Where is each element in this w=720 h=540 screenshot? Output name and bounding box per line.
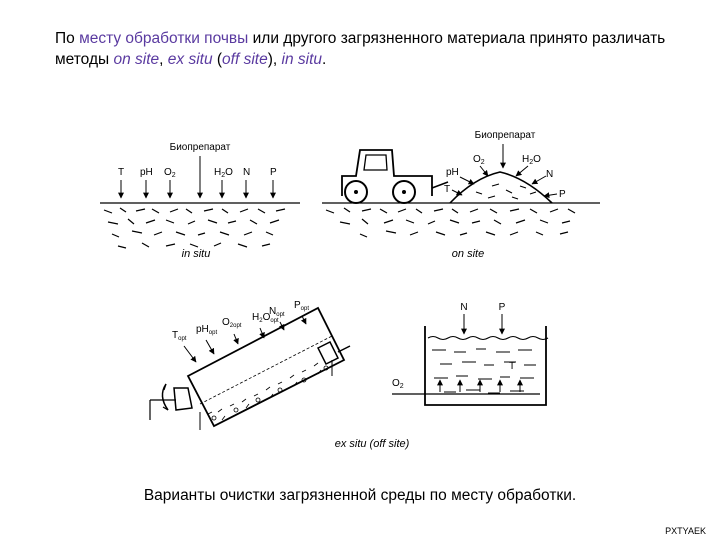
on-site-caption: on site xyxy=(452,248,484,260)
on-site-soil-texture xyxy=(325,207,576,238)
rotating-drum xyxy=(149,306,351,430)
ex-situ-param-p: Popt xyxy=(294,300,309,312)
ex-situ-param-t: Topt xyxy=(172,330,187,342)
in-situ-param-h2o: H2O xyxy=(214,167,233,179)
ex-situ-bath-panel: N P T O2 xyxy=(392,302,549,406)
intro-highlight: месту обработки почвы xyxy=(79,30,249,47)
on-site-biopreparat-label: Биопрепарат xyxy=(475,130,536,141)
in-situ-param-n: N xyxy=(243,167,250,178)
bath-param-t: T xyxy=(509,361,515,372)
intro-text: . xyxy=(322,51,327,68)
figure-caption: Варианты очистки загрязненной среды по м… xyxy=(143,487,577,504)
on-site-param-p: P xyxy=(559,189,566,200)
in-situ-param-t: T xyxy=(118,167,124,178)
bath-param-n: N xyxy=(460,302,467,313)
in-situ-param-ph: pH xyxy=(140,167,153,178)
method-in-situ: in situ xyxy=(281,51,323,68)
bath-vessel xyxy=(424,326,547,406)
tractor xyxy=(341,149,449,204)
on-site-param-n: N xyxy=(546,169,553,180)
intro-text: ), xyxy=(267,51,282,68)
ex-situ-drum-arrows xyxy=(183,315,307,363)
in-situ-panel: Биопрепарат T pH O2 H2O N P in situ xyxy=(100,142,300,260)
on-site-panel: Биопрепарат O2 H2O pH N T P on site xyxy=(322,130,600,260)
in-situ-biopreparat-label: Биопрепарат xyxy=(170,142,231,153)
in-situ-param-p: P xyxy=(270,167,277,178)
on-site-param-o2: O2 xyxy=(473,154,485,166)
on-site-param-ph: pH xyxy=(446,167,459,178)
ex-situ-param-o2: O2opt xyxy=(222,317,242,329)
intro-text: , xyxy=(159,51,168,68)
method-on-site: on site xyxy=(113,51,160,68)
in-situ-param-arrows xyxy=(118,180,276,199)
in-situ-soil-texture xyxy=(103,207,286,249)
method-ex-situ: ex situ xyxy=(167,51,213,68)
ex-situ-param-h2o: H2Oopt xyxy=(252,312,279,324)
bath-param-o2: O2 xyxy=(392,378,404,390)
bath-aeration-arrows xyxy=(437,379,523,392)
on-site-param-h2o: H2O xyxy=(522,154,541,166)
bath-param-p: P xyxy=(499,302,506,313)
bath-liquid-texture xyxy=(432,348,536,394)
ex-situ-param-n: Nopt xyxy=(269,306,285,318)
footer-mark: PXTYAEK xyxy=(665,526,706,536)
on-site-param-t: T xyxy=(444,184,450,195)
ex-situ-caption: ex situ (off site) xyxy=(335,438,410,450)
intro-paragraph: По месту обработки почвы или другого заг… xyxy=(55,28,675,70)
intro-text: По xyxy=(55,30,80,47)
on-site-param-arrows xyxy=(451,165,558,199)
intro-text: ( xyxy=(212,51,223,68)
ex-situ-param-ph: pHopt xyxy=(196,324,217,336)
intro-text: или другого загрязненного материала прин… xyxy=(55,30,666,68)
on-site-pile-texture xyxy=(475,183,537,200)
method-off-site: off site xyxy=(222,51,268,68)
in-situ-caption: in situ xyxy=(182,248,211,260)
on-site-soil-pile xyxy=(449,171,553,204)
ex-situ-drum-panel: Topt pHopt O2opt H2Oopt Nopt Popt xyxy=(149,300,351,430)
bath-liquid-surface xyxy=(427,335,549,341)
in-situ-param-o2: O2 xyxy=(164,167,176,179)
